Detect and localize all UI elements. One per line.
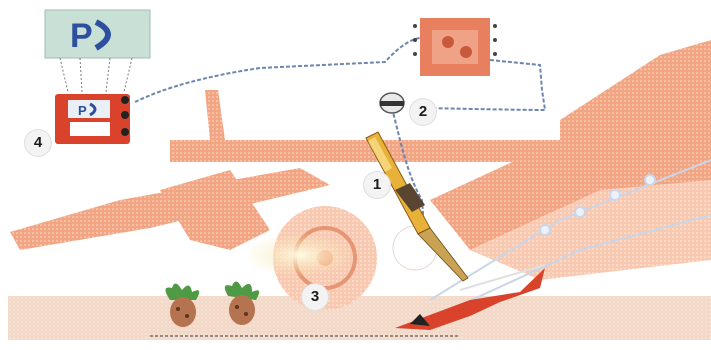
harvester-machine: [10, 40, 711, 310]
junction-box: [413, 18, 497, 76]
svg-text:P: P: [70, 17, 93, 55]
control-unit: P: [55, 94, 130, 144]
pressure-sensor: [380, 93, 404, 113]
soil-ground: [8, 296, 711, 340]
display-panel: P: [45, 10, 150, 92]
sensor-beam: [245, 233, 355, 277]
svg-text:P: P: [78, 103, 87, 118]
callout-1-badge: 1: [364, 172, 390, 198]
callout-2-badge: 2: [410, 99, 436, 125]
callout-3-badge: 3: [302, 284, 328, 310]
callout-4-badge: 4: [25, 130, 51, 156]
